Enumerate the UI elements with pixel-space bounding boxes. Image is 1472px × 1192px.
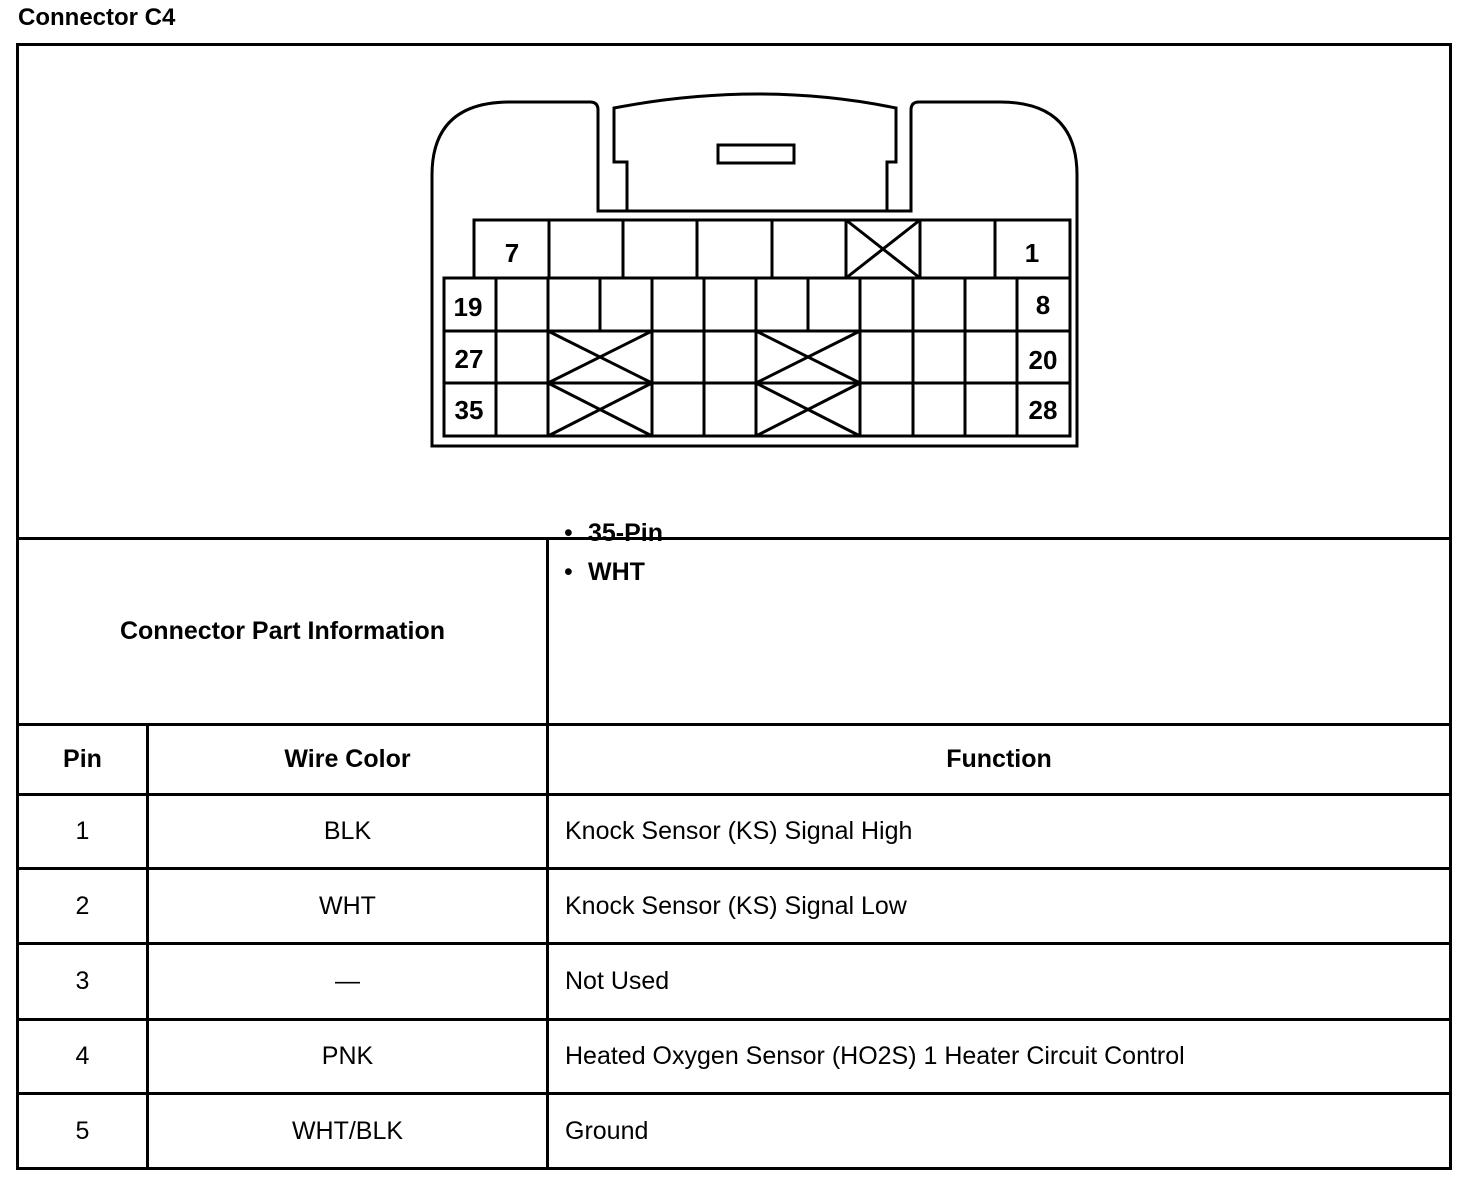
part-info-item: WHT <box>546 553 663 592</box>
connector-latch-outline <box>612 92 898 213</box>
connector-face-diagram: 7 1 19 8 27 20 35 28 <box>430 92 1079 448</box>
pin-label-27: 27 <box>455 344 484 374</box>
table-line <box>16 723 1452 726</box>
cell-pin: 5 <box>75 1116 90 1145</box>
pin-label-28: 28 <box>1029 395 1058 425</box>
pin-label-1: 1 <box>1025 238 1039 268</box>
latch-slot <box>716 143 796 165</box>
cell-pin: 1 <box>75 817 90 845</box>
part-info-label: Connector Part Information <box>119 617 445 645</box>
table-line <box>546 537 549 1170</box>
blocked-cavity-mark <box>547 381 653 438</box>
diagram-area <box>19 46 1449 540</box>
blocked-cavity-mark <box>547 329 653 385</box>
cell-wire-color: — <box>335 967 360 995</box>
cell-wire-color: WHT <box>319 891 376 920</box>
pin-label-7: 7 <box>505 238 519 268</box>
table-line <box>146 723 149 1170</box>
header-wire-color: Wire Color <box>284 745 411 773</box>
table-line <box>16 942 1452 945</box>
table-line <box>16 1092 1452 1095</box>
cell-pin: 4 <box>75 1042 90 1070</box>
connector-info-frame <box>16 43 1452 1170</box>
blocked-cavity-mark <box>755 381 861 438</box>
cell-pin: 2 <box>75 891 90 920</box>
cell-function: Heated Oxygen Sensor (HO2S) 1 Heater Cir… <box>565 1042 1185 1070</box>
page-title: Connector C4 <box>18 4 176 31</box>
cell-function: Knock Sensor (KS) Signal High <box>565 817 913 845</box>
table-line <box>16 867 1452 870</box>
connector-housing-outline <box>430 100 1079 448</box>
cell-wire-color: WHT/BLK <box>291 1116 404 1145</box>
pin-label-8: 8 <box>1036 290 1050 320</box>
cell-function: Ground <box>565 1116 649 1145</box>
blocked-cavity-mark <box>755 329 861 385</box>
table-line <box>16 1018 1452 1021</box>
pin-label-35: 35 <box>455 395 484 425</box>
blocked-cavity-mark <box>845 218 921 280</box>
table-line <box>16 793 1452 796</box>
cell-function: Knock Sensor (KS) Signal Low <box>565 891 907 920</box>
pin-label-20: 20 <box>1029 345 1058 375</box>
header-pin: Pin <box>63 745 102 773</box>
cell-pin: 3 <box>75 967 90 995</box>
part-info-item: 35-Pin <box>546 514 663 553</box>
cell-wire-color: BLK <box>323 817 372 845</box>
pin-label-19: 19 <box>454 292 483 322</box>
header-function: Function <box>946 745 1052 773</box>
part-info-list: 35-Pin WHT <box>546 514 663 592</box>
cell-wire-color: PNK <box>321 1042 374 1070</box>
cell-function: Not Used <box>565 967 670 995</box>
